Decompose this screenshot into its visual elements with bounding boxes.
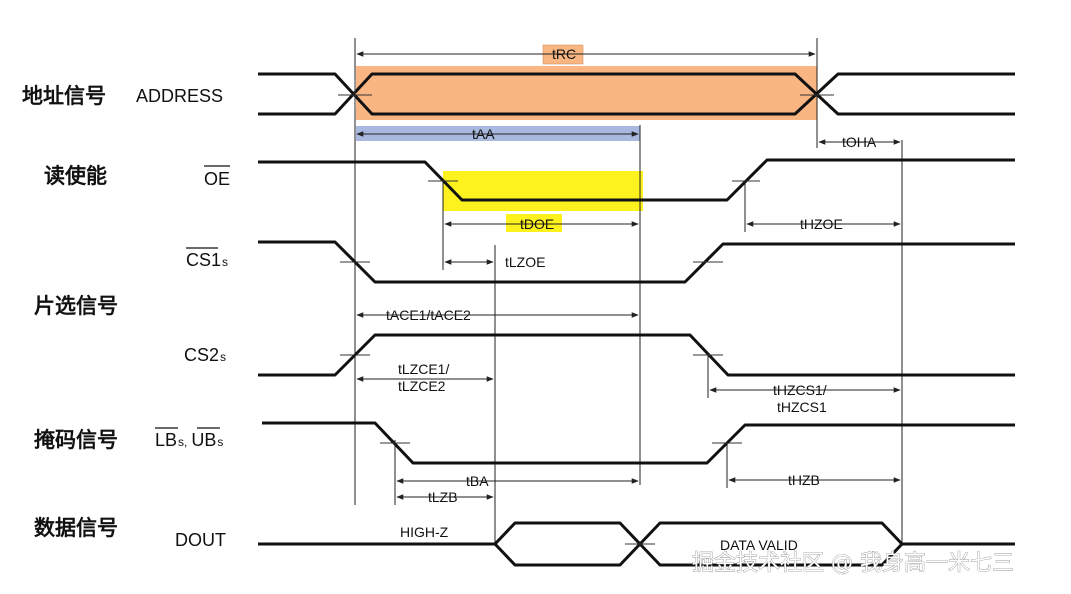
tlzce-label-1: tLZCE1/ xyxy=(398,361,449,377)
signal-cs1-label: CS1s xyxy=(186,250,228,270)
toha-label: tOHA xyxy=(842,134,877,150)
tdoe-label: tDOE xyxy=(520,216,554,232)
group-chip-select-label: 片选信号 xyxy=(34,294,118,318)
thzcs-label-2: tHZCS1 xyxy=(777,399,827,415)
tick-marks xyxy=(338,80,834,545)
lbub-wave xyxy=(262,421,1015,465)
taa-label: tAA xyxy=(472,126,495,142)
data-valid-label: DATA VALID xyxy=(720,537,798,553)
signal-address-label: ADDRESS xyxy=(136,86,223,106)
tdoe-highlight xyxy=(443,171,643,211)
address-wave xyxy=(258,72,1015,116)
oe-wave xyxy=(258,158,1015,202)
thzoe-label: tHZOE xyxy=(800,216,843,232)
thzcs-label-1: tHZCS1/ xyxy=(773,382,827,398)
tlzoe-label: tLZOE xyxy=(505,254,545,270)
group-read-enable-label: 读使能 xyxy=(44,164,107,188)
group-byte-mask-label: 掩码信号 xyxy=(34,428,118,452)
tlzb-label: tLZB xyxy=(428,489,458,505)
watermark: 掘金技术社区 @ 我身高一米七三 xyxy=(692,551,1014,576)
group-data-label: 数据信号 xyxy=(34,516,118,540)
cs1-wave xyxy=(258,240,1015,284)
dout-wave xyxy=(258,521,1015,546)
tlzce-label-2: tLZCE2 xyxy=(398,378,446,394)
signal-cs2-label: CS2s xyxy=(184,345,226,365)
cs2-wave xyxy=(258,333,1015,377)
high-z-label: HIGH-Z xyxy=(400,524,449,540)
trc-label: tRC xyxy=(552,46,576,62)
group-address-label: 地址信号 xyxy=(22,84,106,108)
guide-lines xyxy=(354,38,903,545)
signal-dout-label: DOUT xyxy=(175,530,226,550)
signal-oe-label: OE xyxy=(204,169,230,189)
timing-arrows xyxy=(356,51,901,500)
tba-label: tBA xyxy=(466,473,489,489)
thzb-label: tHZB xyxy=(788,472,820,488)
tace-label: tACE1/tACE2 xyxy=(386,307,471,323)
signal-lbub-label: LBs,UBs xyxy=(155,430,223,450)
waveforms xyxy=(258,72,1015,567)
